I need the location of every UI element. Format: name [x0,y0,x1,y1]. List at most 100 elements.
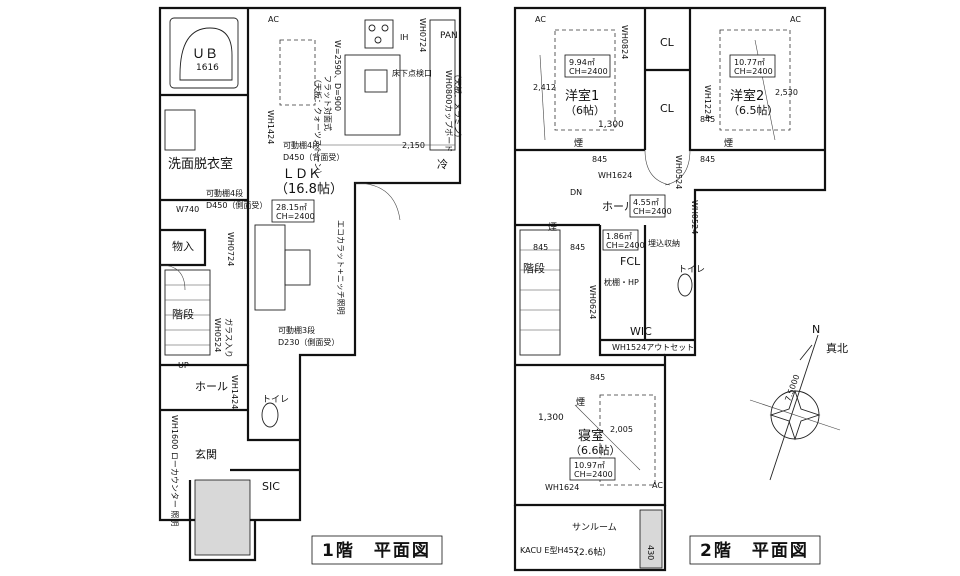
floor1-genkan-label: 玄関 [195,447,217,461]
floor2-smoke-3: 煙 [548,222,557,233]
floor2-door-swing-2 [664,149,691,186]
floor2-smoke-4: 煙 [576,397,585,408]
floor1-wh1600: WH1600 ローカウンター 照明 [170,415,179,526]
floor2-umekomi: 埋込収納 [648,238,680,248]
floor2-hall: ホール [602,200,635,213]
floor1-bathtub [169,17,239,89]
compass-true-north: 真北 [826,341,848,355]
floor2-toilet-fixture [677,273,693,297]
floor2-cl2: CL [660,102,675,115]
floor2-wall-yoshitsu2 [688,8,825,152]
floor1-sink [364,69,388,93]
floor2-kaidan: 階段 [523,261,545,275]
floor2-y2-area-box [729,54,776,78]
floor2-wh1524: WH1524アウトセット [612,343,694,352]
floor2-d2412: 2,412 [533,83,556,92]
floor1-burner-2 [381,24,389,32]
floor2-kacu: KACU E型H452 [520,546,579,555]
floor2-wic: WIC [630,325,652,338]
floor1-up-label: UP [178,361,189,370]
floor2-outer-wall [513,6,827,507]
floor1-kadou4-2-d: D450（側面受） [206,200,267,210]
floor1-door-swing-2 [159,264,186,291]
floor1-title: 1階 平面図 [322,541,431,561]
floor2-wh0524b: WH0524 [690,200,699,234]
floor2-d1300b: 1,300 [538,413,564,423]
floor1-wall-toilet [246,365,300,442]
floor2-hall-area: 4.55㎡ [633,198,659,207]
floor1-kitchen-island [344,54,401,136]
floor2-d845e: 845 [570,243,585,252]
floor2-yoshitsu2: 洋室2 [730,88,764,104]
floor2-sunroom-wall [513,505,667,572]
floor2-yoshitsu2-size: （6.5帖） [728,104,779,117]
floor2-dim-2005 [574,404,641,471]
floor1-w740: W740 [176,205,199,214]
floor2-d845c: 845 [700,155,715,164]
floor2-hall-area-box [629,194,666,218]
floor2-wh1624a: WH1624 [598,171,632,180]
floor1-burner-1 [368,24,376,32]
floor1-entrance-wall [188,480,257,562]
floor2-toilet: トイレ [678,265,705,275]
floor1-ih-label: IH [400,33,408,42]
floor1-counter-size: W=2590、D=900 [333,40,342,111]
floor2-dim-2412 [539,54,546,141]
floor1-pan-label: PAN [440,31,458,41]
floor1-dim-2150: 2,150 [402,141,425,150]
floor1-ldk-size: （16.8帖） [275,182,343,197]
floor2-y1-area: 9.94㎡ [569,58,595,67]
floor1-bathtub-inner [179,27,233,81]
floor2-smoke-1: 煙 [574,138,583,149]
floor1-burner-3 [374,36,382,44]
floor2-fcl-area: 1.86㎡ [606,232,632,241]
floor2-d1300a: 1,300 [598,120,624,130]
floor1-cooktop [364,19,394,49]
floor2-wh1624b: WH1624 [545,483,579,492]
floor1-wh0800-sub: （天板：メラミン） [453,70,463,142]
floor2-shin-ch: CH=2400 [574,470,613,479]
floor2-shinshitsu: 寝室 [578,428,604,444]
floor1-back-counter [429,19,456,151]
floor1-toilet-fixture [261,402,279,428]
floor1-ldk-area-box [271,199,315,223]
floor1-plan [158,6,462,562]
floor2-wh0624: WH0624 [588,285,597,319]
floor1-title-box [311,535,443,565]
floor2-shin-area-box [569,457,616,481]
floor1-wh0524: WH0524 [213,318,222,352]
floor2-y2-area: 10.77㎡ [734,58,765,67]
floor2-y2-ch: CH=2400 [734,67,773,76]
floor2-shin-area: 10.97㎡ [574,461,605,470]
floor2-d2005: 2,005 [610,425,633,434]
floor2-d430: 430 [646,545,655,560]
floor1-senmen-label: 洗面脱衣室 [168,156,233,172]
floor1-ldk-label: ＬＤＫ [282,167,321,182]
compass-rose [749,334,841,481]
floor1-wh0524-sub: ガラス入り [224,318,234,358]
floor2-title: 2階 平面図 [700,541,809,561]
floor1-washbasin [164,109,196,151]
floor2-makura-hp: 枕棚・HP [604,277,639,287]
floor1-wh1424-b: WH1424 [230,375,239,409]
floor2-hall-ch: CH=2400 [633,207,672,216]
floor1-hall-label: ホール [195,380,228,393]
floor2-wh0524a: WH0524 [674,155,683,189]
floor1-yuka-tenken: 床下点検口 [392,68,432,78]
floor1-fridge-label: 冷 [437,158,448,171]
floor1-monoire-label: 物入 [172,239,194,253]
floor2-shinshitsu-size: （6.6帖） [570,444,621,457]
floor1-wh0724-b: WH0724 [226,232,235,266]
floor1-toilet-label: トイレ [262,395,289,405]
floor2-y1-area-box [564,54,611,78]
floor2-plan [513,6,827,572]
floor1-wall-monoire [160,228,207,267]
floor2-d2530: 2,530 [775,88,798,97]
floor1-ub-size: 1616 [196,63,219,73]
floor2-door-swing-1 [644,149,671,186]
floor2-fcl-ch: CH=2400 [606,241,645,250]
floor1-stairs [164,269,211,356]
floor1-flat-counter-sub: （天板：クォーツストーン） [313,75,323,178]
floor2-sunroom: サンルーム [572,522,617,533]
